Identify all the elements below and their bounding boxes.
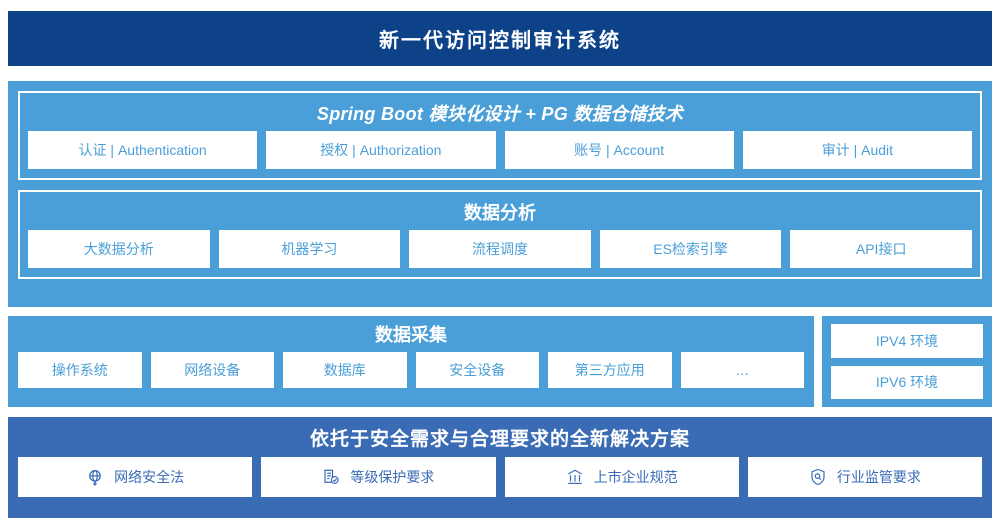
compliance-item-classified-protection[interactable]: 等级保护要求 — [261, 457, 496, 497]
collection-source-database[interactable]: 数据库 — [283, 352, 407, 388]
chip-label: 网络设备 — [184, 362, 241, 378]
collection-source-list: 操作系统 网络设备 数据库 安全设备 第三方应用 … — [18, 352, 804, 388]
chip-label: 等级保护要求 — [350, 469, 435, 485]
analysis-module-bigdata[interactable]: 大数据分析 — [28, 230, 210, 268]
chip-label: … — [735, 362, 750, 378]
chip-label: 机器学习 — [281, 241, 338, 257]
compliance-item-listed-enterprise-standard[interactable]: 上市企业规范 — [504, 457, 739, 497]
chip-label: 安全设备 — [449, 362, 506, 378]
chip-label: 网络安全法 — [114, 469, 185, 485]
chip-label: 大数据分析 — [83, 241, 154, 257]
environment-item-ipv6[interactable]: IPV6 环境 — [831, 365, 983, 399]
chip-label: 授权 | Authorization — [320, 142, 442, 158]
chip-label: 审计 | Audit — [821, 142, 894, 158]
analysis-group: 数据分析 大数据分析 机器学习 流程调度 ES检索引擎 API接口 — [18, 190, 982, 279]
analysis-module-workflow[interactable]: 流程调度 — [409, 230, 591, 268]
analysis-module-es-search[interactable]: ES检索引擎 — [599, 230, 782, 268]
compliance-panel: 依托于安全需求与合理要求的全新解决方案 网络安全法 — [8, 417, 992, 518]
platform-module-audit[interactable]: 审计 | Audit — [742, 131, 972, 169]
platform-module-authorization[interactable]: 授权 | Authorization — [266, 131, 496, 169]
collection-group-title: 数据采集 — [375, 325, 447, 345]
collection-source-more[interactable]: … — [680, 352, 804, 388]
analysis-group-title: 数据分析 — [464, 203, 536, 223]
chip-label: 认证 | Authentication — [78, 142, 207, 158]
collection-source-os[interactable]: 操作系统 — [18, 352, 142, 388]
chip-label: 操作系统 — [51, 362, 108, 378]
compliance-title: 依托于安全需求与合理要求的全新解决方案 — [309, 429, 690, 450]
platform-module-account[interactable]: 账号 | Account — [504, 131, 734, 169]
chip-label: 数据库 — [323, 362, 366, 378]
platform-module-list: 认证 | Authentication 授权 | Authorization 账… — [28, 131, 972, 169]
bank-icon — [566, 468, 584, 486]
shield-search-icon — [809, 468, 827, 486]
chip-label: 行业监管要求 — [836, 469, 921, 485]
environment-item-ipv4[interactable]: IPV4 环境 — [831, 324, 983, 358]
globe-icon — [86, 468, 104, 486]
analysis-module-list: 大数据分析 机器学习 流程调度 ES检索引擎 API接口 — [28, 230, 972, 268]
compliance-item-list: 网络安全法 等级保护要求 — [18, 457, 982, 497]
page-title: 新一代访问控制审计系统 — [379, 30, 621, 52]
compliance-item-cybersecurity-law[interactable]: 网络安全法 — [18, 457, 253, 497]
page-header: 新一代访问控制审计系统 — [8, 11, 992, 66]
chip-label: API接口 — [855, 241, 907, 257]
collection-source-network-device[interactable]: 网络设备 — [150, 352, 274, 388]
collection-source-third-party-app[interactable]: 第三方应用 — [548, 352, 672, 388]
analysis-module-api[interactable]: API接口 — [790, 230, 972, 268]
chip-label: 账号 | Account — [574, 142, 665, 158]
platform-group-title: Spring Boot 模块化设计 + PG 数据仓储技术 — [316, 104, 684, 124]
document-check-icon — [322, 468, 340, 486]
collection-group: 数据采集 操作系统 网络设备 数据库 安全设备 第三方应用 … — [8, 316, 814, 407]
chip-label: 流程调度 — [471, 241, 528, 257]
chip-label: IPV6 环境 — [875, 374, 939, 391]
collection-source-security-device[interactable]: 安全设备 — [415, 352, 539, 388]
chip-label: ES检索引擎 — [653, 241, 728, 257]
environment-panel: IPV4 环境 IPV6 环境 — [822, 316, 992, 407]
chip-label: IPV4 环境 — [875, 332, 939, 349]
platform-stack-panel: Spring Boot 模块化设计 + PG 数据仓储技术 认证 | Authe… — [8, 81, 992, 307]
platform-module-authentication[interactable]: 认证 | Authentication — [28, 131, 258, 169]
chip-label: 第三方应用 — [574, 362, 645, 378]
analysis-module-machine-learning[interactable]: 机器学习 — [218, 230, 401, 268]
platform-group: Spring Boot 模块化设计 + PG 数据仓储技术 认证 | Authe… — [18, 91, 982, 180]
data-collection-panel: 数据采集 操作系统 网络设备 数据库 安全设备 第三方应用 … — [8, 316, 814, 407]
chip-label: 上市企业规范 — [593, 469, 678, 485]
compliance-item-industry-regulation[interactable]: 行业监管要求 — [747, 457, 982, 497]
